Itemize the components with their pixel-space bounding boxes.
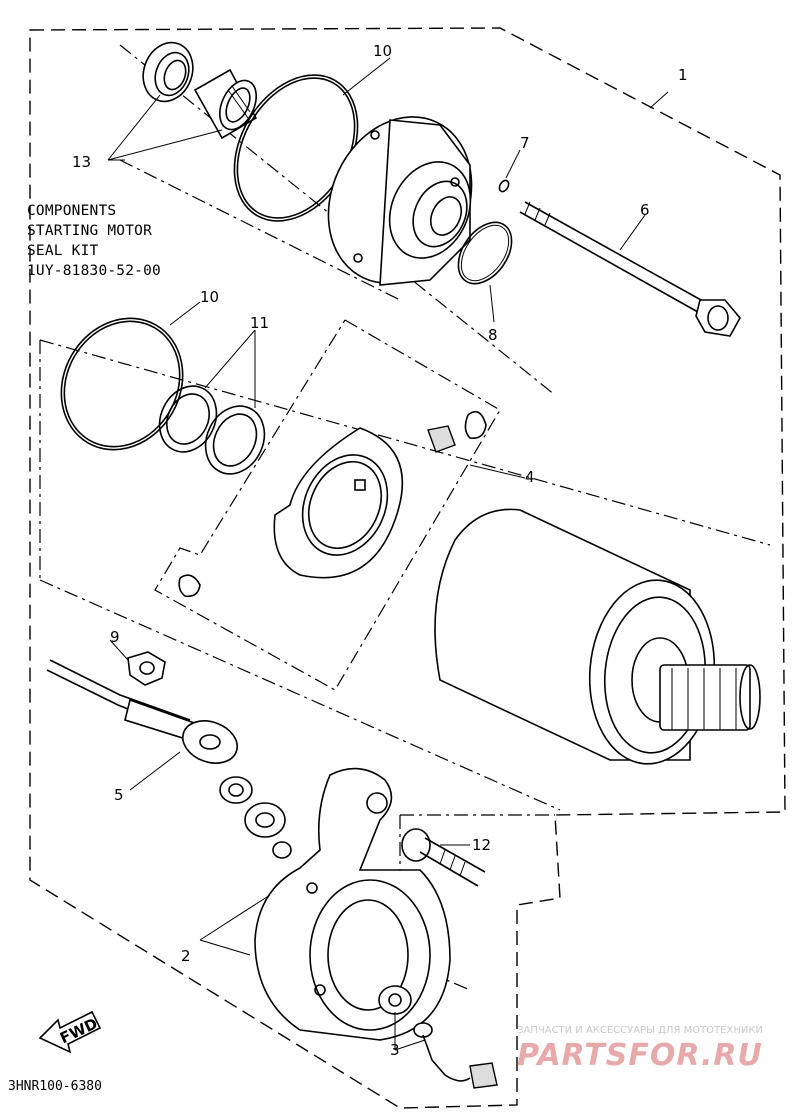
rear-cover-bracket — [254, 767, 451, 1041]
watermark: ЗАПЧАСТИ И АКСЕССУАРЫ ДЛЯ МОТОТЕХНИКИ PA… — [490, 1025, 790, 1073]
brush-and-spring — [178, 410, 487, 598]
part-11-washers — [158, 385, 266, 475]
part-3-brush — [413, 1022, 498, 1089]
callout-5: 5 — [114, 786, 124, 804]
motor-yoke-armature — [434, 508, 761, 765]
callout-7: 7 — [520, 134, 530, 152]
part-7-small-o-ring — [498, 179, 510, 193]
part-13-needle-bearing — [193, 68, 258, 140]
part-12-screw — [401, 828, 486, 887]
brush-plate — [273, 427, 404, 579]
note-line-seal-kit: SEAL KIT — [27, 243, 99, 259]
callout-2: 2 — [181, 947, 191, 965]
diagram-code: 3HNR100-6380 — [8, 1079, 102, 1094]
leader-lines — [107, 57, 669, 1051]
fwd-arrow: FWD — [38, 1010, 102, 1054]
callout-4: 4 — [525, 468, 535, 486]
part-6-through-bolt — [519, 201, 741, 337]
part-5-lead-wire — [46, 659, 238, 764]
assembly-outline-dashed — [29, 27, 786, 1109]
watermark-logo: PARTSFOR.RU — [517, 1038, 763, 1073]
part-9-nut — [127, 651, 166, 686]
note-line-part-number: 1UY-81830-52-00 — [27, 263, 161, 279]
part-10-o-ring-middle — [60, 317, 184, 451]
part-13-oil-seal — [142, 41, 194, 103]
terminal-washers — [219, 776, 292, 859]
callout-9: 9 — [110, 628, 120, 646]
callout-6: 6 — [640, 201, 650, 219]
part-4-brush-holder-outline — [154, 319, 501, 691]
front-cover — [327, 116, 473, 286]
callout-1: 1 — [678, 66, 688, 84]
note-line-starting-motor: STARTING MOTOR — [27, 223, 153, 239]
part-8-o-ring — [457, 221, 513, 285]
callout-11: 11 — [250, 314, 269, 332]
watermark-tagline: ЗАПЧАСТИ И АКСЕССУАРЫ ДЛЯ МОТОТЕХНИКИ — [517, 1025, 763, 1036]
callout-10-middle: 10 — [200, 288, 219, 306]
seal-kit-note: COMPONENTS STARTING MOTOR SEAL KIT 1UY-8… — [27, 201, 161, 281]
callout-3: 3 — [390, 1041, 400, 1059]
callout-12: 12 — [472, 836, 491, 854]
callout-10-top: 10 — [373, 42, 392, 60]
callout-13: 13 — [72, 153, 91, 171]
note-line-components: COMPONENTS — [27, 203, 117, 219]
callout-8: 8 — [488, 326, 498, 344]
